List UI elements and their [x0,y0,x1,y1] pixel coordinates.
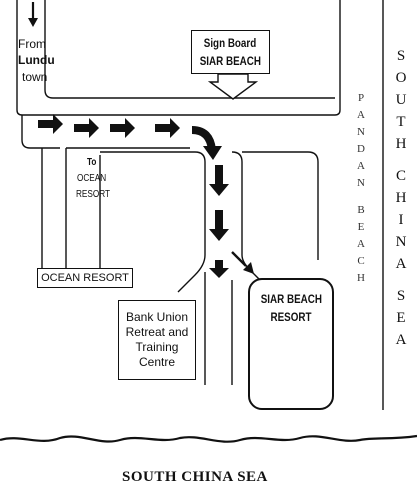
arrow-icon [231,251,254,274]
sea-letter: H [395,136,407,152]
siar-resort-line2: RESORT [270,310,312,324]
resort-label: RESORT [76,189,111,200]
main-road-outer [16,0,341,116]
siar-beach-resort-box: SIAR BEACH RESORT [248,278,334,410]
arrow-icon [28,2,38,27]
sea-letter: S [396,48,406,64]
signboard-line2: SIAR BEACH [199,54,262,68]
pandan-letter: A [357,238,365,250]
main-road-inner [44,0,335,99]
pandan-letter: P [357,92,365,104]
bank-union-line4: Centre [138,355,176,369]
pandan-letter: D [357,143,365,155]
sea-letter: S [396,288,406,304]
pandan-letter: H [357,272,365,284]
route-arrows-down [209,165,229,278]
curved-arrow-icon [191,126,222,160]
ocean-resort-box: OCEAN RESORT [37,268,133,288]
south-china-sea-vertical: S O U T H C H I N A S E A [392,45,410,351]
arrow-icon [155,118,180,138]
sea-letter: I [398,212,404,228]
pandan-letter: N [357,177,365,189]
bank-union-line3: Training [135,340,179,354]
sea-letter: C [395,168,406,184]
south-china-sea-label: SOUTH CHINA SEA [122,469,268,485]
shoreline [0,434,417,443]
arrow-icon [209,260,229,278]
arrow-icon [209,210,229,241]
bank-union-line2: Retreat and [125,325,189,339]
bank-union-box: Bank Union Retreat and Training Centre [118,300,196,380]
signboard-box: Sign Board SIAR BEACH [191,30,270,74]
pandan-beach-label: P A N D A N B E A C H [354,90,368,287]
lundu-label: Lundu [18,53,55,67]
sea-letter: H [395,190,407,206]
pandan-letter: N [357,126,365,138]
beach-road-top [242,151,319,260]
sea-letter: A [395,256,407,272]
pandan-letter: E [357,221,365,233]
pandan-letter: C [357,255,365,267]
sea-letter: U [395,92,407,108]
from-label: From [18,37,46,51]
pandan-letter: A [357,109,365,121]
arrow-icon [209,165,229,196]
junction-right [231,151,263,283]
pandan-letter: A [357,160,365,172]
ocean-label: OCEAN [77,173,107,184]
arrow-icon [38,114,63,134]
town-label: town [22,70,48,84]
route-arrows [38,114,180,138]
sea-letter: O [395,70,407,86]
sea-letter: N [395,234,407,250]
signboard-arrow-icon [207,73,259,100]
road-edge-left [21,115,60,149]
sea-letter: T [396,114,406,130]
signboard-line1: Sign Board [204,36,257,50]
pandan-letter: B [357,204,365,216]
siar-resort-line1: SIAR BEACH [260,292,322,306]
ocean-resort-label: OCEAN RESORT [41,272,129,284]
bank-union-line1: Bank Union [125,310,189,324]
arrow-icon [110,118,135,138]
sea-letter: E [396,310,406,326]
junction-left [177,151,206,293]
arrow-icon [74,118,99,138]
sea-letter: A [395,332,407,348]
to-label: To [87,157,97,168]
